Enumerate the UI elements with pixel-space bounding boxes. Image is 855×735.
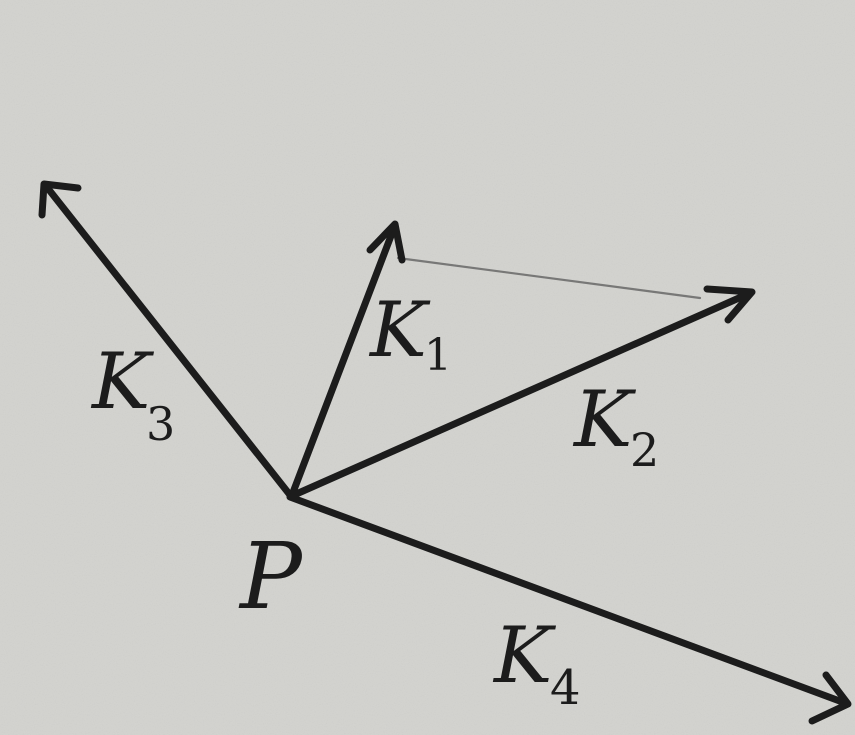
vector-k4	[286, 493, 852, 725]
vector-k4-arrowhead	[808, 671, 852, 725]
construction-line	[396, 256, 702, 300]
vector-k4-shaft	[286, 493, 849, 707]
vector-k3-arrowhead	[38, 180, 82, 219]
label-k3: K3	[90, 337, 175, 451]
label-k2: K2	[572, 375, 659, 477]
label-point-p: P	[238, 523, 304, 630]
label-k4: K4	[492, 611, 581, 716]
label-k1-subscript: 1	[424, 330, 452, 381]
label-k4-subscript: 4	[550, 660, 581, 716]
vector-k2-arrowhead	[703, 285, 756, 324]
vector-k2-shaft	[290, 290, 752, 499]
vector-k1-shaft	[288, 224, 398, 499]
label-k3-subscript: 3	[146, 397, 175, 451]
vector-k1	[288, 220, 406, 499]
label-k3-letter: K	[90, 337, 155, 427]
label-k1: K1	[368, 285, 452, 381]
label-k2-letter: K	[572, 375, 637, 465]
label-k4-letter: K	[492, 611, 557, 701]
vector-k3	[38, 180, 294, 499]
vector-k2	[290, 285, 756, 499]
vector-k3-shaft	[42, 182, 294, 499]
label-k1-letter: K	[368, 285, 431, 374]
vector-k1-arrowhead	[366, 220, 406, 264]
label-k2-subscript: 2	[630, 423, 659, 477]
